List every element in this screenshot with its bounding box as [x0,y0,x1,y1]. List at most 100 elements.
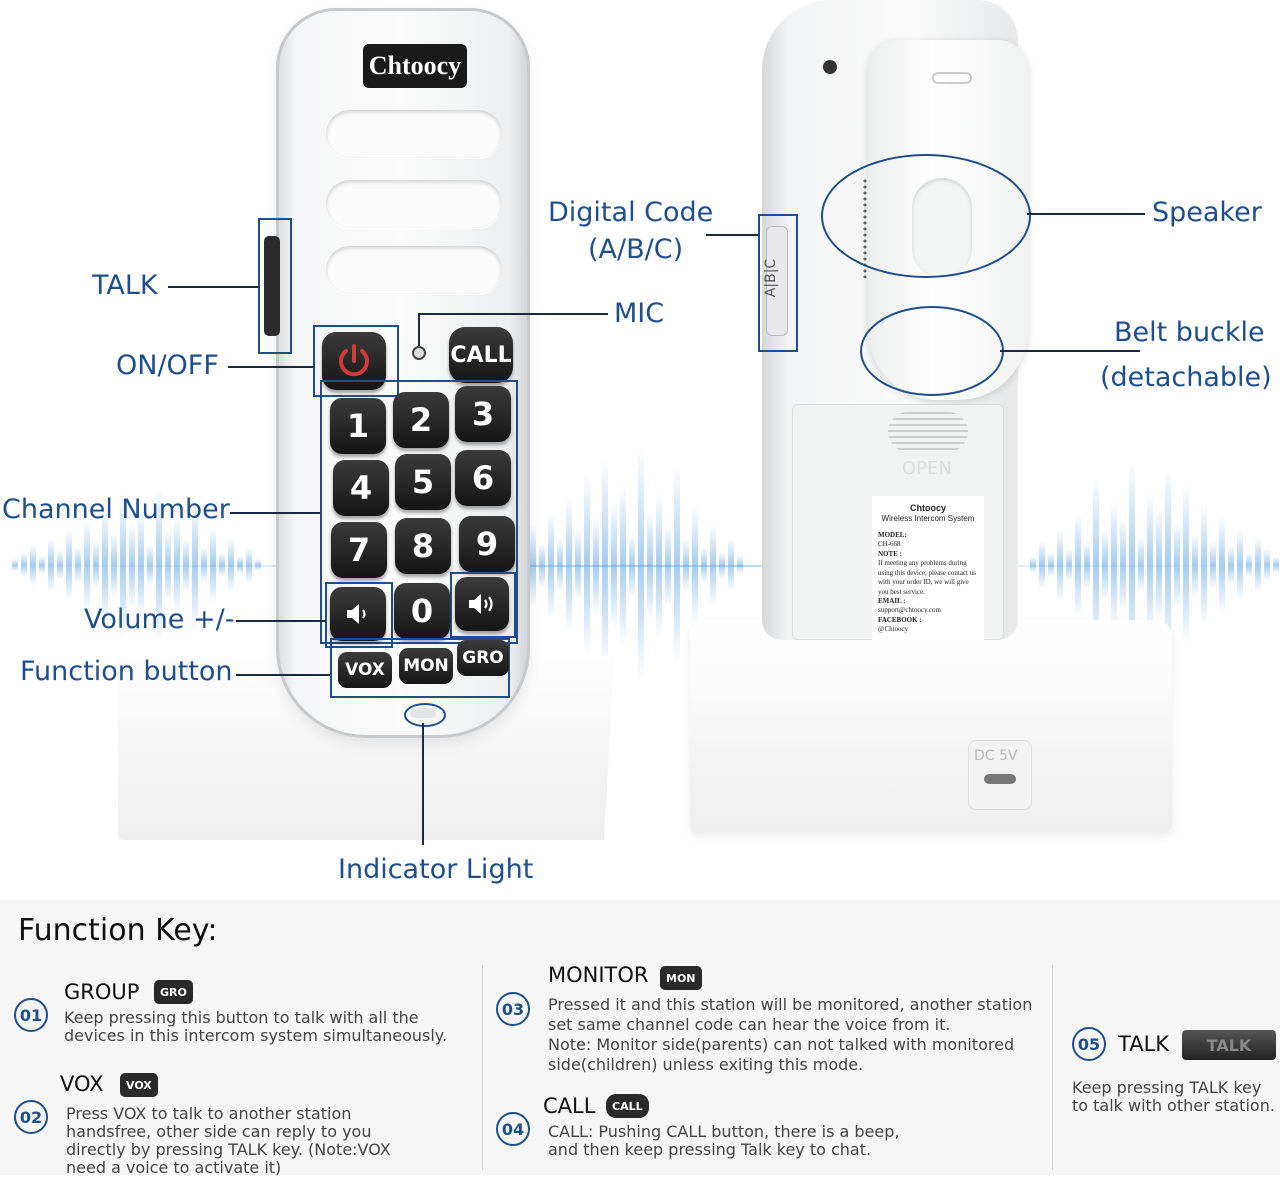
sticker-facebook: @Chtoocy [878,625,909,634]
key-2[interactable]: 2 [393,392,449,448]
key-6[interactable]: 6 [455,450,511,506]
vox-button[interactable]: VOX [338,652,392,688]
call-button[interactable]: CALL [449,327,513,383]
item-name-monitor: MONITOR [548,963,649,987]
indicator-light [410,708,436,718]
key-9[interactable]: 9 [459,516,515,572]
callout-belt-buckle-sub: (detachable) [1100,362,1272,393]
callout-talk: TALK [92,270,158,301]
sticker-title: Chtoocy [910,503,946,513]
callout-on-off: ON/OFF [116,350,219,381]
item-desc-call-1: CALL: Pushing CALL button, there is a be… [548,1122,900,1141]
volume-down-highlight [325,582,393,648]
item-desc-group-2: devices in this intercom system simultan… [64,1026,448,1045]
speaker-high-icon [469,594,493,614]
key-3[interactable]: 3 [455,386,511,442]
function-key-title: Function Key: [18,913,218,948]
indicator-light-highlight [404,703,446,727]
product-sticker: Chtoocy Wireless Intercom System MODEL: … [872,496,984,640]
vox-tag: VOX [120,1073,158,1097]
item-number-04: 04 [496,1112,530,1146]
digital-code-switch[interactable] [766,226,788,336]
callout-line-function-button [236,674,330,676]
power-button-highlight [313,325,399,397]
callout-speaker: Speaker [1152,197,1262,228]
sticker-model-label: MODEL: [878,530,907,539]
speaker-highlight [821,154,1031,278]
mon-button[interactable]: MON [399,648,453,684]
key-8[interactable]: 8 [395,518,451,574]
speaker-grille-slot [326,110,502,158]
item-number-01: 01 [14,998,48,1032]
usb-port[interactable] [984,774,1016,784]
item-desc-vox-1: Press VOX to talk to another station [66,1104,352,1123]
sticker-email-label: EMAIL : [878,597,906,605]
item-name-call: CALL [543,1094,596,1118]
sticker-note-label: NOTE : [878,549,902,558]
battery-cover-grille [888,412,968,452]
gro-button[interactable]: GRO [457,640,509,676]
speaker-grille-slot [326,180,502,228]
volume-down-button[interactable] [330,587,386,641]
screw-hole [823,60,837,74]
sticker-note: If meeting any problems during using thi… [878,559,976,596]
sound-wave-centerline [10,565,1270,567]
belt-buckle-highlight [860,306,1004,396]
mic-hole [412,346,426,360]
callout-channel-number: Channel Number [2,494,230,525]
item-name-vox: VOX [60,1072,104,1096]
digital-code-switch-label: A|B|C [763,258,780,298]
item-desc-monitor-2: set same channel code can hear the voice… [548,1015,951,1034]
sticker-model: CH-668 [878,540,901,549]
column-divider [482,965,483,1170]
mon-tag: MON [660,966,702,990]
item-name-group: GROUP [64,980,140,1004]
item-desc-monitor-1: Pressed it and this station will be moni… [548,995,1033,1014]
item-desc-monitor-3: Note: Monitor side(parents) can not talk… [548,1035,1015,1054]
keypad-highlight [320,380,518,644]
item-number-02: 02 [14,1100,48,1134]
callout-line-digital-code [706,234,758,236]
callout-volume: Volume +/- [84,604,235,635]
talk-button[interactable] [264,236,280,336]
speaker-low-icon [347,604,366,624]
volume-up-highlight [450,572,516,638]
callout-digital-code-sub: (A/B/C) [588,234,684,265]
item-desc-talk-2: to talk with other station. [1072,1096,1275,1115]
callout-mic: MIC [614,298,665,329]
key-5[interactable]: 5 [395,454,451,510]
sound-wave-bar [1273,557,1279,573]
call-tag: CALL [606,1094,649,1118]
callout-line-on-off [228,366,314,368]
brand-logo: Chtoocy [363,44,467,88]
callout-line-indicator-light [422,723,424,845]
key-1[interactable]: 1 [330,398,386,454]
sticker-email: support@chtoocy.com [878,606,941,615]
volume-up-button[interactable] [455,577,509,631]
sticker-subtitle: Wireless Intercom System [881,514,975,524]
callout-line-belt-buckle [1000,350,1140,352]
item-desc-monitor-4: side(children) unless exiting this mode. [548,1055,864,1074]
key-7[interactable]: 7 [331,522,387,578]
callout-line-mic-drop [418,313,420,346]
callout-function-button: Function button [20,656,233,687]
key-4[interactable]: 4 [333,460,389,516]
power-icon [339,344,369,377]
talk-tag: TALK [1182,1030,1276,1060]
callout-line-volume [236,620,326,622]
callout-line-talk [168,286,260,288]
back-charging-dock [690,620,1172,832]
key-0[interactable]: 0 [394,583,450,639]
item-name-talk: TALK [1118,1032,1170,1056]
dc-port-label: DC 5V [974,748,1018,764]
callout-line-speaker [1027,213,1145,215]
item-desc-call-2: and then keep pressing Talk key to chat. [548,1140,872,1159]
callout-line-mic [418,313,608,315]
function-keys-highlight [330,638,510,698]
belt-clip-slot [932,72,972,84]
column-divider [1052,965,1053,1170]
item-desc-vox-4: need a voice to activate it) [66,1158,282,1177]
item-desc-vox-2: handsfree, other side can reply to you [66,1122,372,1141]
gro-tag: GRO [154,980,193,1004]
function-key-panel [0,900,1280,1175]
